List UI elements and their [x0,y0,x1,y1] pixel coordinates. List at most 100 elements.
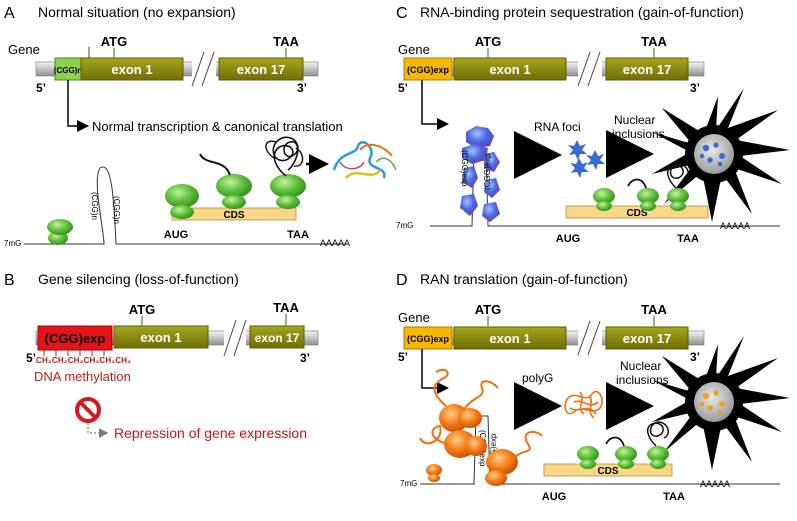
repression-label: Repression of gene expression [114,425,307,441]
nascent-peptide [605,436,625,447]
folded-protein [332,141,397,179]
gene-label: Gene [8,42,40,57]
exon-1-box [113,325,209,349]
panel-a-title: Normal situation (no expansion) [38,4,236,20]
exon-17-label: exon 17 [237,62,285,77]
break-mark [577,320,591,356]
nascent-peptide [199,153,231,176]
folding-peptide [646,421,669,447]
break-mark [577,51,591,87]
taa-mrna-label: TAA [287,229,309,241]
nuclear-label-1: Nuclear [614,113,655,127]
taa-label: TAA [273,300,299,315]
aug-label: AUG [542,491,566,503]
taa-label: TAA [641,34,667,49]
repeat-box-expanded [403,57,453,81]
ribosome [577,446,599,462]
neuron-cell [652,88,790,222]
repeat-box-silenced [37,325,113,351]
polyg-label: polyG [522,371,553,385]
ribosome [637,188,659,204]
rna-foci-label: RNA foci [534,120,581,134]
polya-label: AAAAA [700,479,730,489]
inclusions-label-1: inclusions [612,127,665,141]
ribosome [165,184,199,208]
exon-17-box [218,57,304,81]
ribosome [615,446,637,462]
taa-mrna-label: TAA [663,491,685,503]
exon-1-box [453,326,567,350]
exon-1-box [80,57,184,81]
panel-a-letter: A [4,5,15,22]
panel-a: A Normal situation (no expansion) Gene (… [4,4,397,248]
gene-label: Gene [398,310,430,325]
repeat-label: (CGG)n [54,66,83,75]
break-mark [223,319,237,357]
methyl-ticks [43,350,105,356]
panel-c-title: RNA-binding protein sequestration (gain-… [420,4,744,20]
cds-label: CDS [223,210,244,221]
transcription-arrow [421,349,449,394]
three-prime-label: 3’ [300,351,310,365]
ribosome [216,174,252,198]
loop-label-2: (CGG)n [112,196,121,224]
taa-label: TAA [641,302,667,317]
taa-mrna-label: TAA [677,233,699,245]
cap-label: 7mG [400,479,417,488]
repeat-label: (CGG)exp [407,334,450,344]
methyl-groups: CH₃CH₃CH₃CH₃CH₃CH₃ [36,356,131,365]
nascent-peptide [627,178,647,189]
rbp-cluster [460,126,500,222]
exon-17-box [249,325,305,349]
ribosome [647,446,669,462]
five-prime-label: 5’ [398,350,408,364]
ribosome [593,188,615,204]
exon-1-box [453,57,567,81]
exon-17-box [605,57,689,81]
polyg-aggregate [564,390,603,419]
loop-label-1: (CGG)n [90,192,99,220]
repeat-box-expanded [403,326,453,350]
cds-label: CDS [597,466,618,477]
three-prime-label: 3’ [690,350,700,364]
gene-label: Gene [398,42,430,57]
prohibition-icon [75,397,101,423]
cds-label: CDS [626,208,647,219]
mrna-hairpin [420,415,780,485]
five-prime-label: 5’ [36,81,46,95]
polya-label: AAAAA [320,238,350,248]
repeat-label: (CGG)exp [407,65,450,75]
cap-label: 7mG [4,239,21,248]
ribosome [270,174,306,198]
break-mark [191,51,205,87]
exon-1-label: exon 1 [489,62,530,77]
dna-methylation-label: DNA methylation [34,369,131,384]
transcription-arrow [67,80,89,132]
panel-b: B Gene silencing (loss-of-function) (CGG… [4,271,319,441]
atg-label: ATG [475,34,501,49]
neuron-cell [652,336,790,470]
exon-1-label: exon 1 [489,331,530,346]
polyg-chains [419,368,543,459]
panel-c-letter: C [396,5,408,22]
hairpin-label-2: (CGG)exp [483,153,492,190]
mrna-line [24,166,348,245]
ran-ribosomes [426,404,518,486]
atg-label: ATG [129,302,155,317]
cap-label: 7mG [396,221,413,230]
rna-foci [568,140,605,178]
taa-label: TAA [273,34,299,49]
exon-1-label: exon 1 [111,62,152,77]
three-prime-label: 3’ [297,81,307,95]
panel-d-letter: D [396,272,408,289]
aug-label: AUG [164,229,188,241]
exon-17-box [605,326,689,350]
inclusions-label-2: inclusions [616,373,669,387]
ribosome [667,188,689,204]
aug-label: AUG [556,233,580,245]
three-prime-label: 3’ [690,81,700,95]
nuclear-label-2: Nuclear [620,359,661,373]
transcription-arrow [421,80,449,130]
folding-peptide [272,136,299,177]
